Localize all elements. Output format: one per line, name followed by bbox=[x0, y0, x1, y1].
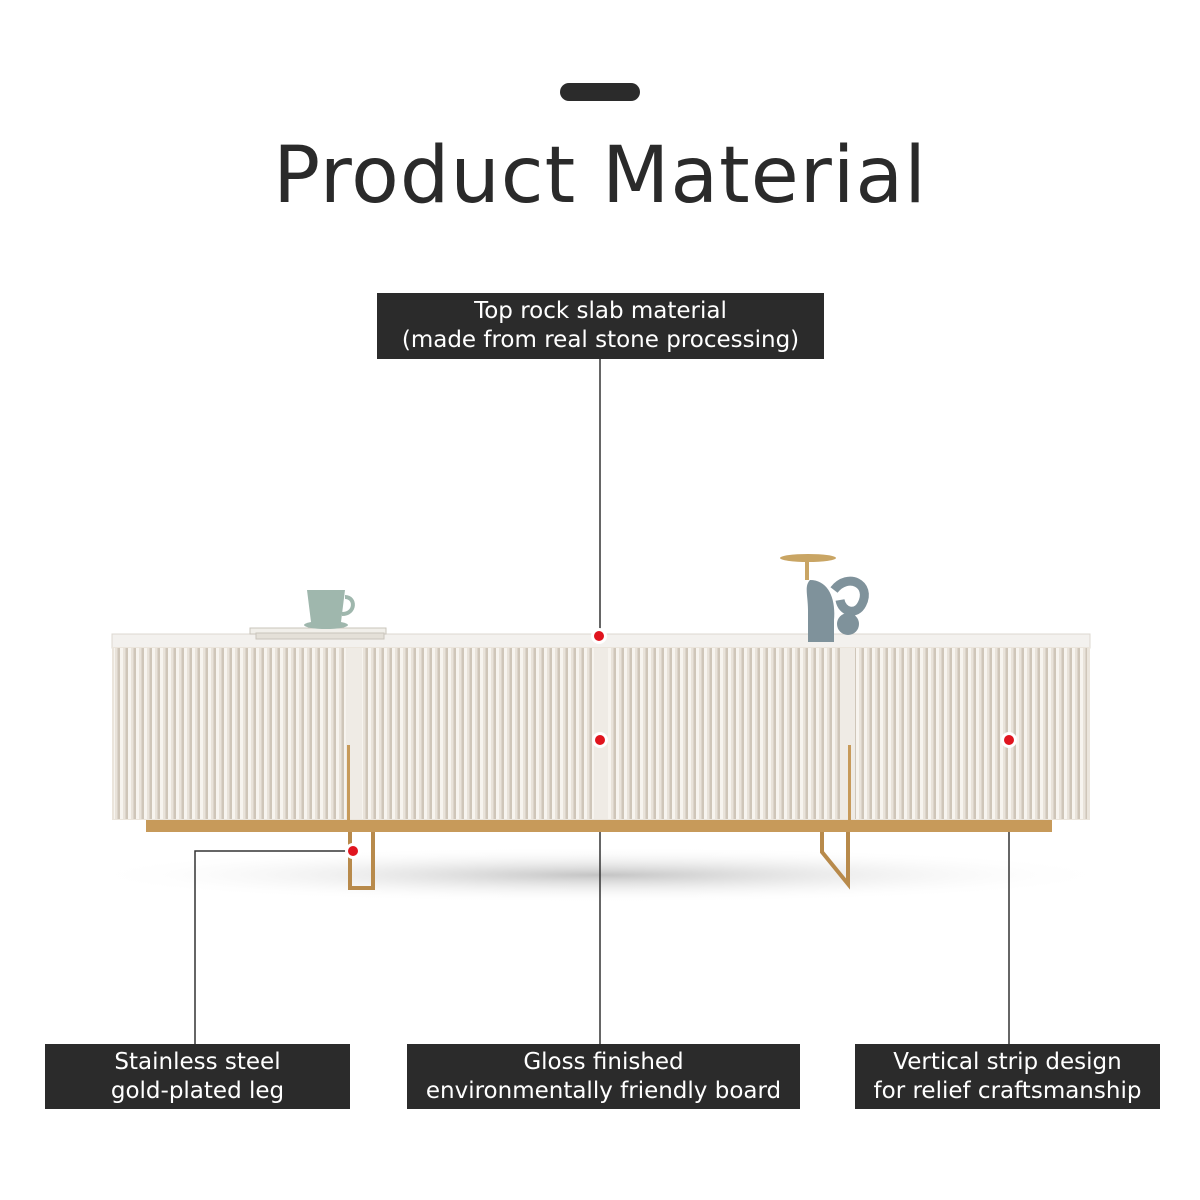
callout-leg-line2: gold-plated leg bbox=[110, 1077, 285, 1104]
callout-strip: Vertical strip design for relief craftsm… bbox=[855, 1044, 1160, 1109]
callout-leg-line1: Stainless steel bbox=[114, 1048, 281, 1075]
callout-top-slab: Top rock slab material (made from real s… bbox=[377, 293, 824, 359]
marker-leg bbox=[345, 843, 361, 859]
sculpture-decor bbox=[780, 554, 869, 642]
callout-top-line2: (made from real stone processing) bbox=[401, 327, 800, 353]
callout-leg: Stainless steel gold-plated leg bbox=[45, 1044, 350, 1109]
fluted-door-3 bbox=[608, 648, 840, 819]
gold-leg-right bbox=[820, 832, 850, 890]
callout-top-line1: Top rock slab material bbox=[474, 298, 727, 324]
books-decor bbox=[249, 627, 387, 640]
connector-leg bbox=[194, 850, 353, 1044]
callout-board-line1: Gloss finished bbox=[523, 1048, 684, 1075]
fluted-door-1 bbox=[114, 648, 346, 819]
fluted-door-2 bbox=[362, 648, 594, 819]
marker-top-slab bbox=[591, 628, 607, 644]
callout-board: Gloss finished environmentally friendly … bbox=[407, 1044, 800, 1109]
callout-board-line2: environmentally friendly board bbox=[425, 1077, 782, 1104]
marker-strip bbox=[1001, 732, 1017, 748]
cabinet-divider-3 bbox=[840, 648, 855, 819]
marker-board bbox=[592, 732, 608, 748]
page-title: Product Material bbox=[273, 131, 927, 221]
header-accent-bar bbox=[560, 83, 640, 101]
cup-decor bbox=[304, 590, 355, 629]
gold-handle-right bbox=[848, 745, 851, 820]
callout-strip-line1: Vertical strip design bbox=[893, 1048, 1122, 1075]
gold-handle-left bbox=[347, 745, 350, 820]
fluted-door-4 bbox=[855, 648, 1087, 819]
callout-strip-line2: for relief craftsmanship bbox=[873, 1077, 1142, 1104]
gold-leg-left bbox=[348, 832, 375, 890]
gold-base-frame bbox=[146, 820, 1052, 832]
